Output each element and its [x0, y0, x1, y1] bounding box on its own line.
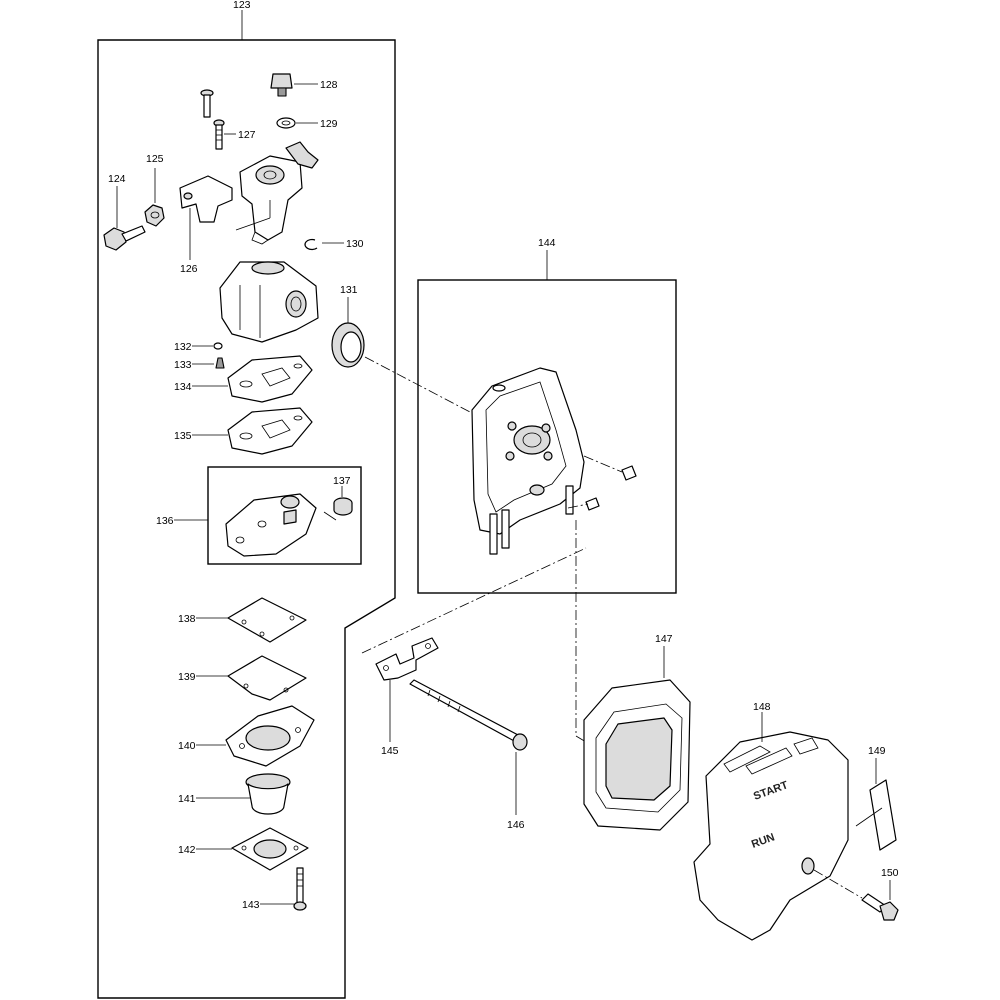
part-126-bracket	[179, 175, 233, 223]
part-124-bolt	[103, 225, 146, 251]
part-carburetor-body	[219, 261, 319, 343]
carburetor-assembly-outline	[97, 10, 396, 999]
callout-128: 128	[320, 79, 338, 91]
callout-127: 127	[238, 129, 256, 141]
callout-136: 136	[156, 515, 174, 527]
part-145-clamp	[375, 637, 439, 681]
callout-123: 123	[233, 0, 251, 11]
callout-140: 140	[178, 740, 196, 752]
callout-131: 131	[340, 284, 358, 296]
callout-147: 147	[655, 633, 673, 645]
part-131-gasket	[331, 322, 365, 368]
part-146-long-bolt	[409, 679, 528, 751]
part-148-cover	[693, 731, 849, 941]
part-134-gasket	[227, 355, 313, 403]
part-142-retainer	[231, 827, 309, 871]
callout-145: 145	[381, 745, 399, 757]
part-128-screw	[270, 73, 293, 97]
callout-150: 150	[881, 867, 899, 879]
callout-124: 124	[108, 173, 126, 185]
part-144-air-cleaner-base	[471, 367, 585, 555]
callout-144: 144	[538, 237, 556, 249]
callout-142: 142	[178, 844, 196, 856]
callout-132: 132	[174, 341, 192, 353]
callout-139: 139	[178, 671, 196, 683]
part-bushing-2	[585, 497, 600, 511]
callout-149: 149	[868, 745, 886, 757]
callout-130: 130	[346, 238, 364, 250]
part-138-gasket	[227, 597, 307, 643]
callout-141: 141	[178, 793, 196, 805]
part-147-filter	[583, 679, 691, 831]
callout-125: 125	[146, 153, 164, 165]
part-137-cap	[333, 497, 353, 516]
part-139-diaphragm	[227, 655, 307, 701]
part-136-pump-box	[207, 466, 362, 565]
part-150-screw	[861, 893, 899, 921]
part-133-needle	[215, 357, 225, 369]
part-125-nut	[144, 204, 165, 227]
callout-146: 146	[507, 819, 525, 831]
part-throttle-body	[239, 141, 319, 245]
part-130-clip	[304, 238, 318, 251]
part-132-ring	[213, 342, 223, 350]
callout-137: 137	[333, 475, 351, 487]
callout-133: 133	[174, 359, 192, 371]
callout-129: 129	[320, 118, 338, 130]
callout-138: 138	[178, 613, 196, 625]
part-129-washer	[276, 117, 296, 129]
callout-143: 143	[242, 899, 260, 911]
callout-148: 148	[753, 701, 771, 713]
part-143-screw	[293, 867, 307, 911]
part-screw-upper	[200, 89, 214, 118]
part-149-decal	[869, 779, 897, 851]
callout-135: 135	[174, 430, 192, 442]
part-bushing-1	[621, 465, 637, 481]
part-135-diaphragm	[227, 407, 313, 455]
part-140-cover	[225, 705, 315, 767]
part-144-box	[417, 250, 677, 594]
callout-134: 134	[174, 381, 192, 393]
part-127-screw	[213, 119, 225, 150]
callout-126: 126	[180, 263, 198, 275]
part-141-primer-bulb	[245, 773, 291, 815]
